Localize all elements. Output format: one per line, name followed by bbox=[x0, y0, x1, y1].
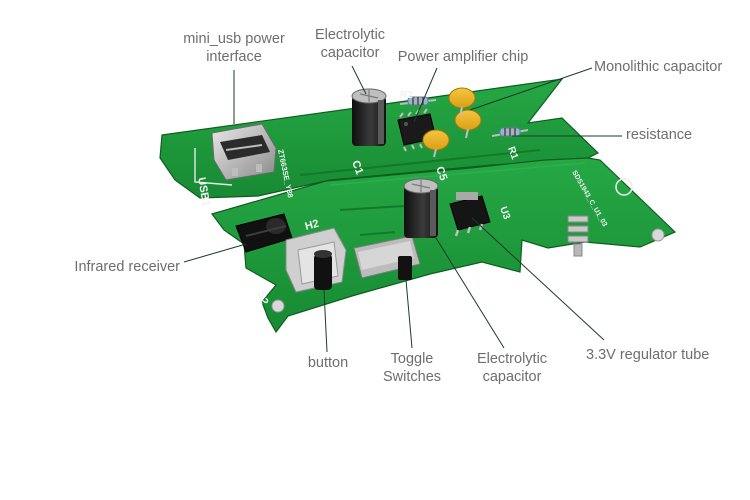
silk-r1: R1 bbox=[505, 145, 520, 161]
leader-monolithic bbox=[469, 67, 593, 111]
leader-electrolytic-top bbox=[351, 65, 367, 95]
silk-c5: C5 bbox=[433, 165, 449, 182]
label-infrared: Infrared receiver bbox=[48, 258, 180, 276]
label-regulator: 3.3V regulator tube bbox=[586, 346, 736, 364]
tactile-button bbox=[285, 227, 347, 293]
toggle-switch bbox=[353, 235, 421, 280]
label-toggle: Toggle Switches bbox=[370, 350, 454, 386]
silk-c1: C1 bbox=[349, 159, 365, 176]
resistor-r1 bbox=[491, 127, 529, 137]
label-mini-usb-line1: mini_usb power bbox=[183, 31, 285, 47]
silk-u3: U3 bbox=[497, 205, 512, 221]
label-electrolytic-bottom-line2: capacitor bbox=[482, 369, 542, 385]
label-electrolytic-top-line2: capacitor bbox=[320, 45, 380, 61]
silk-r2: R2 bbox=[400, 90, 413, 101]
leader-electrolytic-bottom bbox=[435, 237, 505, 349]
leader-toggle bbox=[405, 279, 413, 349]
label-monolithic: Monolithic capacitor bbox=[594, 58, 744, 76]
label-mini-usb-line2: interface bbox=[206, 49, 262, 65]
leader-power-amp bbox=[413, 67, 438, 123]
label-resistance: resistance bbox=[626, 126, 716, 144]
label-toggle-line2: Switches bbox=[382, 369, 442, 385]
header-pins bbox=[567, 215, 589, 257]
label-monolithic-text: Monolithic capacitor bbox=[594, 59, 723, 75]
electrolytic-capacitor-bottom bbox=[403, 178, 439, 238]
leader-infrared bbox=[183, 243, 247, 263]
resistor-r2 bbox=[399, 96, 437, 106]
label-button: button bbox=[296, 354, 360, 372]
label-resistance-text: resistance bbox=[626, 127, 693, 143]
logo-icon bbox=[615, 178, 633, 196]
label-mini-usb: mini_usb power interface bbox=[170, 30, 298, 66]
leader-button bbox=[323, 289, 328, 353]
label-electrolytic-bottom-line1: Electrolytic bbox=[476, 351, 548, 367]
label-toggle-line1: Toggle bbox=[390, 351, 434, 367]
label-electrolytic-top: Electrolytic capacitor bbox=[300, 26, 400, 62]
regulator-tube bbox=[449, 192, 491, 237]
label-power-amp: Power amplifier chip bbox=[388, 48, 538, 66]
label-button-text: button bbox=[307, 355, 349, 371]
label-infrared-text: Infrared receiver bbox=[74, 259, 180, 275]
leader-regulator bbox=[471, 217, 605, 341]
silk-usb: USB1 bbox=[195, 176, 212, 207]
electrolytic-capacitor-top bbox=[351, 88, 387, 146]
label-electrolytic-bottom: Electrolytic capacitor bbox=[462, 350, 562, 386]
label-power-amp-text: Power amplifier chip bbox=[397, 49, 529, 65]
monolithic-capacitors bbox=[422, 87, 482, 158]
silk-s2: S2 bbox=[255, 290, 270, 306]
label-electrolytic-top-line1: Electrolytic bbox=[314, 27, 386, 43]
mini-usb-connector bbox=[211, 123, 277, 181]
label-regulator-text: 3.3V regulator tube bbox=[586, 347, 710, 363]
silk-h2: H2 bbox=[304, 218, 321, 233]
leader-lines bbox=[183, 65, 622, 353]
